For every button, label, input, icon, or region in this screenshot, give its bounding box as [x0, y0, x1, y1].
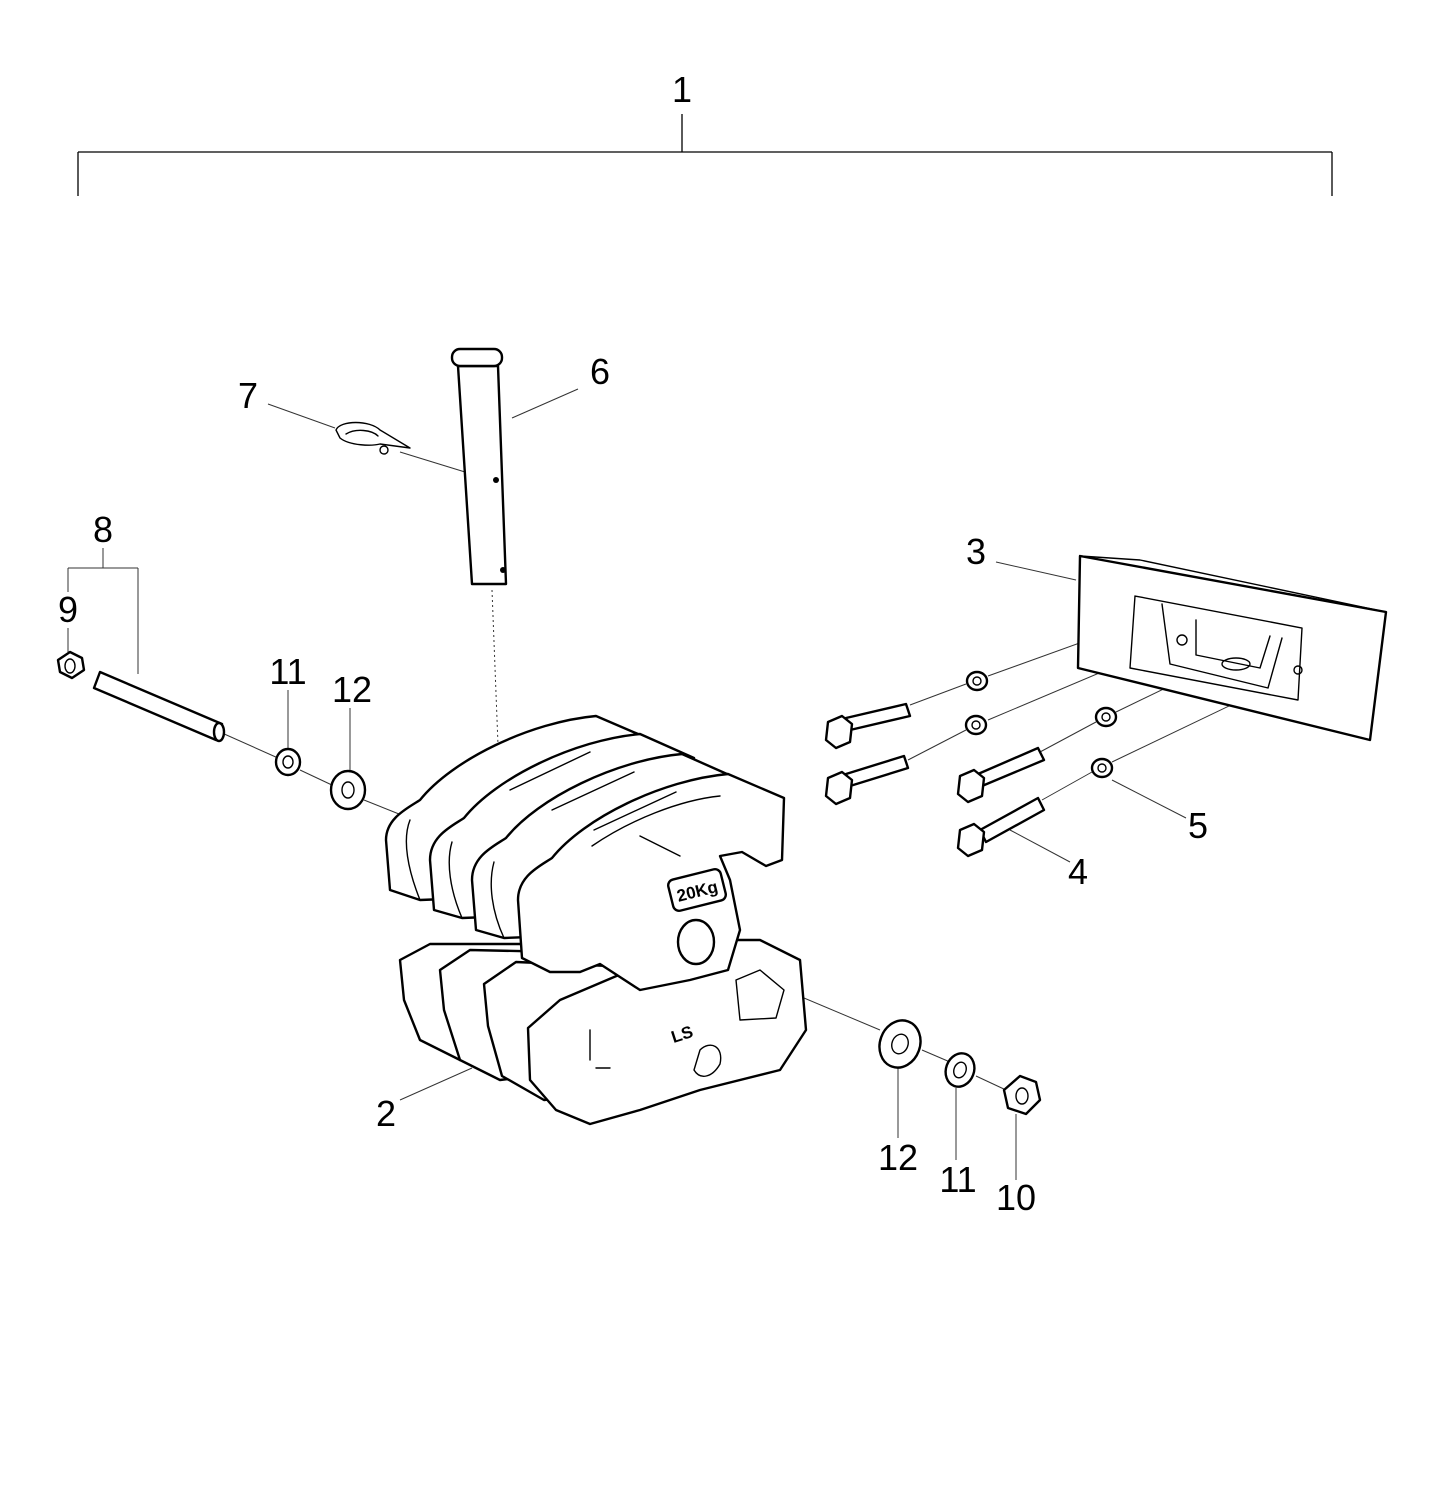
callouts: 1 2 3 4 5 6 7 8 9 10 11 11 12 12 [58, 69, 1208, 1218]
weight-bracket-part [1076, 554, 1388, 742]
callout-11-left: 11 [269, 651, 306, 692]
assembly-bracket [77, 114, 1333, 196]
lock-washer-left-part [274, 747, 302, 777]
linch-pin-clip-part [335, 421, 411, 455]
hex-nut-part [1002, 1074, 1042, 1116]
nut-left-part [56, 650, 86, 680]
flat-washer-bottom-part [878, 1019, 922, 1069]
callout-10: 10 [996, 1177, 1036, 1218]
callout-7: 7 [238, 375, 258, 416]
hex-bolts-right-part [824, 702, 1046, 858]
callout-12-bottom: 12 [878, 1137, 918, 1178]
callout-6: 6 [590, 351, 610, 392]
weight-stack-part: 20Kg LS [384, 714, 808, 1126]
callout-9: 9 [58, 589, 78, 630]
callout-2: 2 [376, 1093, 396, 1134]
flat-washer-left-part [329, 769, 367, 811]
callout-4: 4 [1068, 851, 1088, 892]
lock-washer-bottom-part [944, 1052, 976, 1088]
callout-5: 5 [1188, 805, 1208, 846]
callout-3: 3 [966, 531, 986, 572]
callout-11-bottom: 11 [939, 1159, 976, 1200]
callout-12-left: 12 [332, 669, 372, 710]
callout-1: 1 [672, 69, 692, 110]
long-rod-part [92, 670, 226, 743]
pin-part [450, 347, 508, 586]
callout-8: 8 [93, 509, 113, 550]
washers-right-part [964, 670, 1118, 779]
